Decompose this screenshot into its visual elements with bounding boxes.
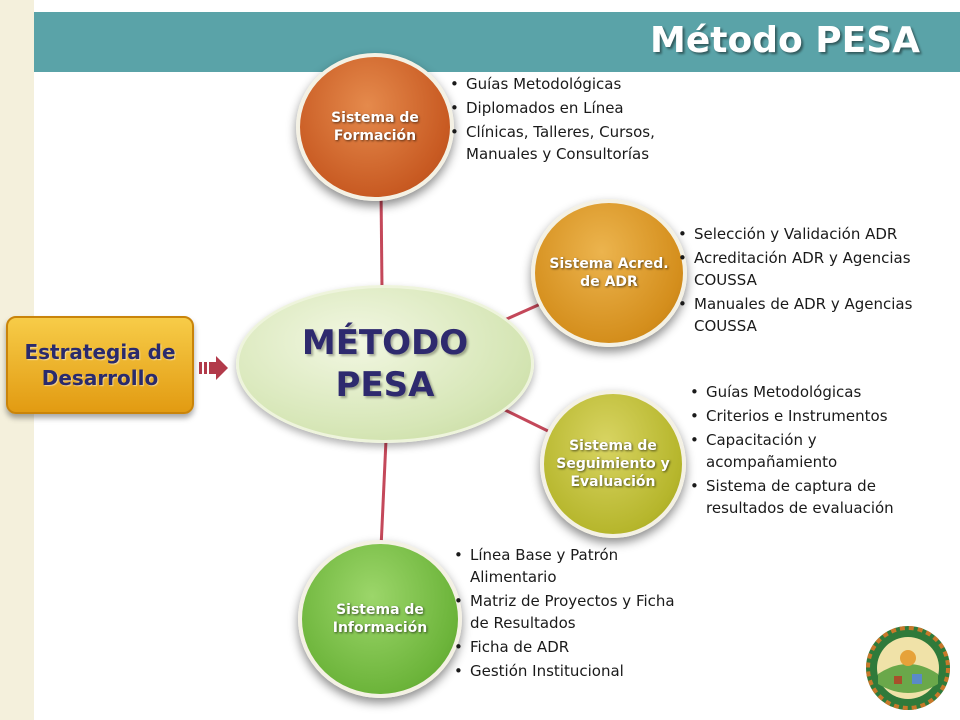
arrow-right-icon	[199, 356, 228, 380]
node-sistema-acreditacion: Sistema Acred. de ADR	[531, 199, 687, 347]
node-label: Sistema de Formación	[331, 110, 419, 144]
strategy-line-2: Desarrollo	[41, 366, 159, 390]
center-line-1: MÉTODO	[301, 323, 469, 363]
list-item: Línea Base y Patrón Alimentario	[452, 544, 687, 588]
node-sistema-informacion: Sistema de Información	[298, 540, 462, 698]
node-sistema-seguimiento: Sistema de Seguimiento y Evaluación	[540, 390, 686, 538]
node-label: Sistema Acred. de ADR	[549, 256, 669, 290]
connector-formacion	[379, 187, 384, 291]
pesa-logo-icon	[866, 626, 950, 710]
strategy-line-1: Estrategia de	[24, 340, 176, 364]
list-item: Criterios e Instrumentos	[688, 405, 938, 427]
bullet-list-informacion: Línea Base y Patrón Alimentario Matriz d…	[452, 544, 687, 684]
bullet-list-acreditacion: Selección y Validación ADR Acreditación …	[676, 223, 951, 339]
title-bar: Método PESA	[34, 12, 960, 72]
strategy-box: Estrategia de Desarrollo	[6, 316, 194, 414]
list-item: Guías Metodológicas	[448, 73, 698, 95]
list-item: Diplomados en Línea	[448, 97, 698, 119]
list-item: Gestión Institucional	[452, 660, 687, 682]
bullet-list-seguimiento: Guías Metodológicas Criterios e Instrume…	[688, 381, 938, 521]
node-label: Sistema de Información	[332, 602, 428, 636]
list-item: Ficha de ADR	[452, 636, 687, 658]
list-item: Capacitación y acompañamiento	[688, 429, 938, 473]
node-label: Sistema de Seguimiento y Evaluación	[556, 438, 670, 490]
list-item: Selección y Validación ADR	[676, 223, 951, 245]
connector-seguimiento	[504, 408, 551, 434]
list-item: Guías Metodológicas	[688, 381, 938, 403]
center-method-node: MÉTODO PESA	[236, 285, 534, 443]
bullet-list-formacion: Guías Metodológicas Diplomados en Línea …	[448, 73, 698, 167]
connector-informacion	[379, 439, 388, 549]
node-sistema-formacion: Sistema de Formación	[296, 53, 454, 201]
list-item: Matriz de Proyectos y Ficha de Resultado…	[452, 590, 687, 634]
list-item: Manuales de ADR y Agencias COUSSA	[676, 293, 951, 337]
center-line-2: PESA	[335, 365, 435, 405]
slide-title: Método PESA	[650, 20, 920, 61]
list-item: Sistema de captura de resultados de eval…	[688, 475, 938, 519]
list-item: Acreditación ADR y Agencias COUSSA	[676, 247, 951, 291]
list-item: Clínicas, Talleres, Cursos, Manuales y C…	[448, 121, 698, 165]
